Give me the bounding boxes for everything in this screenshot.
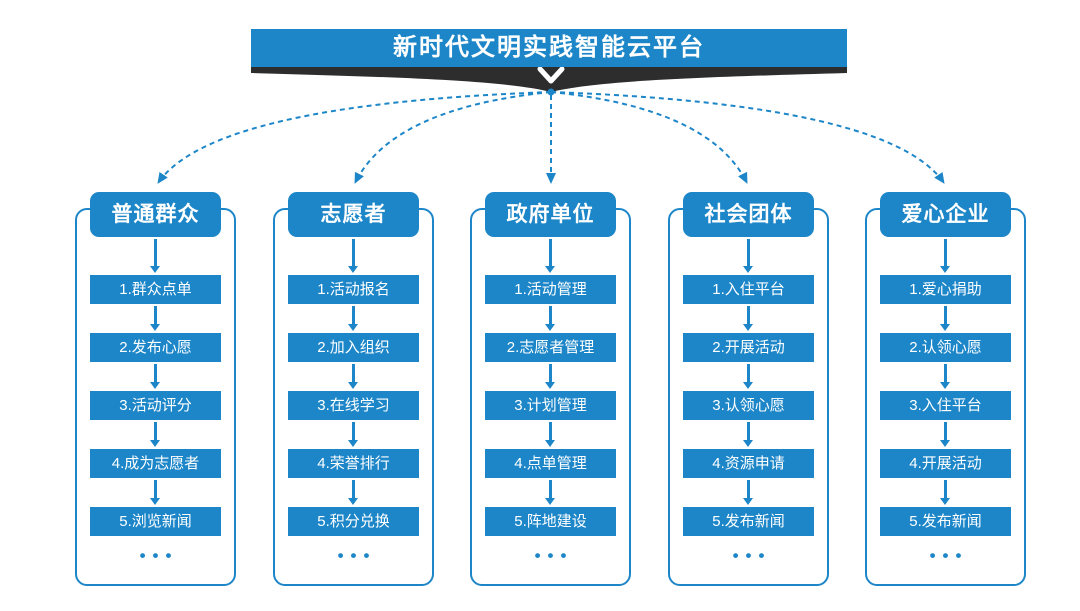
dashed-arrow-to-volunteer: [354, 91, 552, 184]
flow-step: 5.发布新闻: [683, 507, 814, 536]
down-arrow-icon: [742, 306, 755, 331]
down-arrow-icon: [347, 422, 360, 447]
flow-step: 4.资源申请: [683, 449, 814, 478]
column-volunteer: 志愿者 1.活动报名 2.加入组织 3.在线学习 4.荣誉排行 5.积分兑换 •…: [271, 192, 436, 592]
down-arrow-icon: [149, 422, 162, 447]
down-arrow-icon: [544, 306, 557, 331]
flow-step: 4.点单管理: [485, 449, 616, 478]
down-arrow-icon: [939, 422, 952, 447]
flow-step: 2.志愿者管理: [485, 333, 616, 362]
dashed-arrow-to-caring-enterprise: [550, 91, 945, 184]
column-header: 普通群众: [90, 192, 221, 237]
down-arrow-icon: [544, 422, 557, 447]
column-header: 爱心企业: [880, 192, 1011, 237]
down-arrow-icon: [742, 364, 755, 389]
flow-step: 1.入住平台: [683, 275, 814, 304]
flow-step: 4.荣誉排行: [288, 449, 419, 478]
down-arrow-icon: [939, 480, 952, 505]
down-arrow-icon: [742, 422, 755, 447]
down-chevron-icon: [537, 66, 565, 84]
flow-step: 5.积分兑换: [288, 507, 419, 536]
down-arrow-icon: [347, 480, 360, 505]
flow-step: 1.爱心捐助: [880, 275, 1011, 304]
column-social-group: 社会团体 1.入住平台 2.开展活动 3.认领心愿 4.资源申请 5.发布新闻 …: [666, 192, 831, 592]
column-caring-enterprise: 爱心企业 1.爱心捐助 2.认领心愿 3.入住平台 4.开展活动 5.发布新闻 …: [863, 192, 1028, 592]
flow-step: 3.入住平台: [880, 391, 1011, 420]
down-arrow-icon: [939, 239, 952, 273]
down-arrow-icon: [149, 239, 162, 273]
flow-step: 2.开展活动: [683, 333, 814, 362]
down-arrow-icon: [149, 306, 162, 331]
down-arrow-icon: [939, 306, 952, 331]
flow-step: 3.认领心愿: [683, 391, 814, 420]
flow-step: 4.开展活动: [880, 449, 1011, 478]
down-arrow-icon: [544, 364, 557, 389]
flow-step: 1.群众点单: [90, 275, 221, 304]
down-arrow-icon: [742, 239, 755, 273]
flow-step: 1.活动报名: [288, 275, 419, 304]
down-arrow-icon: [347, 364, 360, 389]
more-ellipsis: •••: [337, 546, 377, 565]
funnel-shape: [251, 66, 847, 92]
flow-step: 2.发布心愿: [90, 333, 221, 362]
more-ellipsis: •••: [139, 546, 179, 565]
flow-step: 3.活动评分: [90, 391, 221, 420]
down-arrow-icon: [742, 480, 755, 505]
flow-step: 3.在线学习: [288, 391, 419, 420]
dashed-arrow-to-general-public: [157, 91, 552, 184]
column-header: 社会团体: [683, 192, 814, 237]
down-arrow-icon: [347, 306, 360, 331]
flow-step: 5.浏览新闻: [90, 507, 221, 536]
flow-step: 4.成为志愿者: [90, 449, 221, 478]
column-header: 政府单位: [485, 192, 616, 237]
column-government-unit: 政府单位 1.活动管理 2.志愿者管理 3.计划管理 4.点单管理 5.阵地建设…: [468, 192, 633, 592]
flow-step: 1.活动管理: [485, 275, 616, 304]
more-ellipsis: •••: [534, 546, 574, 565]
more-ellipsis: •••: [929, 546, 969, 565]
down-arrow-icon: [149, 364, 162, 389]
more-ellipsis: •••: [732, 546, 772, 565]
flow-step: 5.阵地建设: [485, 507, 616, 536]
column-header: 志愿者: [288, 192, 419, 237]
down-arrow-icon: [544, 480, 557, 505]
flow-step: 3.计划管理: [485, 391, 616, 420]
down-arrow-icon: [347, 239, 360, 273]
flow-step: 5.发布新闻: [880, 507, 1011, 536]
platform-title-banner: 新时代文明实践智能云平台: [251, 29, 847, 67]
down-arrow-icon: [544, 239, 557, 273]
hub-dot: [547, 88, 555, 96]
column-general-public: 普通群众 1.群众点单 2.发布心愿 3.活动评分 4.成为志愿者 5.浏览新闻…: [73, 192, 238, 592]
flow-step: 2.认领心愿: [880, 333, 1011, 362]
down-arrow-icon: [939, 364, 952, 389]
down-arrow-icon: [149, 480, 162, 505]
flow-step: 2.加入组织: [288, 333, 419, 362]
dashed-arrow-to-social-group: [550, 91, 748, 184]
